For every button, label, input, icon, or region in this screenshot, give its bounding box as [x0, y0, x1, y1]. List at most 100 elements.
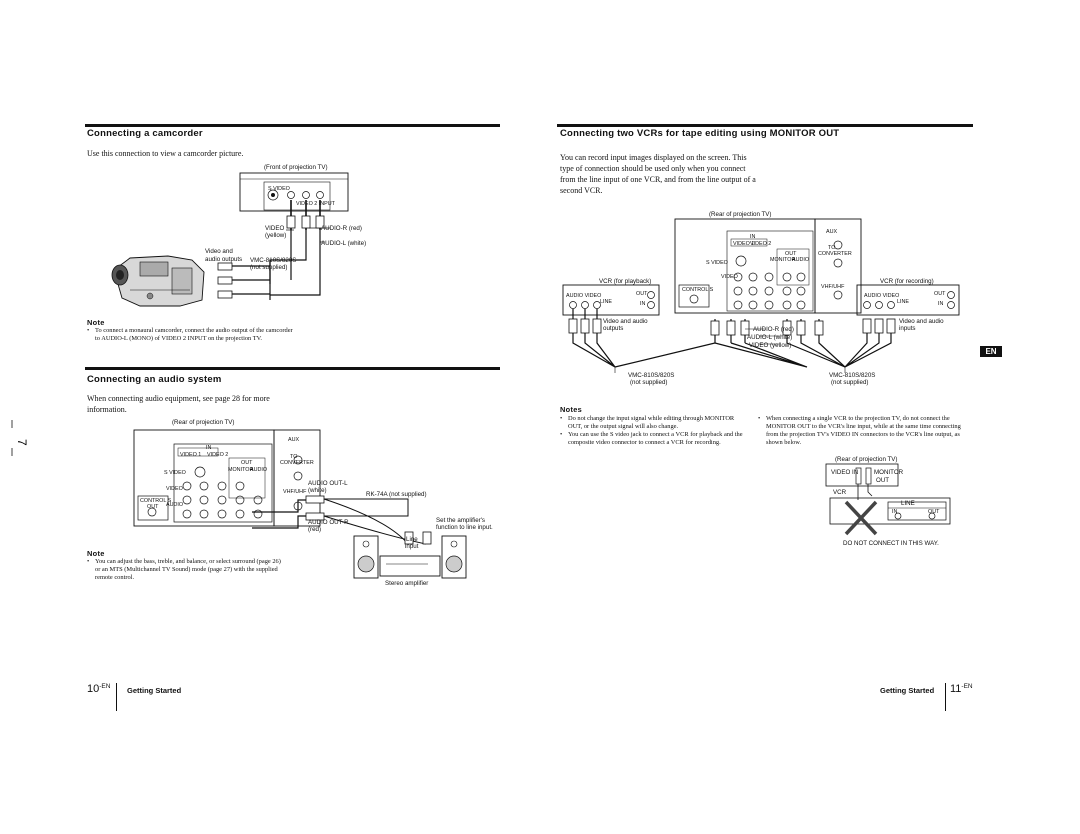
small-fig-line: LINE [901, 500, 915, 507]
vcr-fig-audio-video-r: AUDIO VIDEO [864, 293, 900, 299]
audio-note-heading: Note [87, 549, 105, 558]
vcr-fig-out-r: OUT [934, 291, 946, 297]
vcr-fig-in-l: IN [640, 301, 646, 307]
audio-rear-panel-figure [133, 429, 321, 527]
cam-fig-cable: VMC-810S/820S [250, 257, 297, 264]
right-page-number: 11-EN [950, 683, 973, 695]
vcr-fig-monitor: MONITOR [770, 257, 796, 263]
vcr-fig-video-y: VIDEO (yellow) [749, 342, 792, 349]
audio-note-text: You can adjust the bass, treble, and bal… [95, 558, 281, 581]
camcorder-note: •To connect a monaural camcorder, connec… [87, 327, 295, 343]
audio-fig-out2: OUT [147, 504, 159, 510]
vcr-rule [557, 124, 973, 127]
vcr-notes-heading: Notes [560, 405, 583, 414]
vcr-fig-cable-r: VMC-810S/820S [829, 372, 876, 379]
left-page-number: 10-EN [87, 683, 110, 695]
audio-fig-to: TO [290, 454, 298, 460]
vcr-fig-tv-out: OUT [785, 251, 797, 257]
camcorder-note-text: To connect a monaural camcorder, connect… [95, 327, 293, 342]
vcr-fig-line-r: LINE [897, 299, 909, 305]
audio-intro: When connecting audio equipment, see pag… [87, 394, 270, 414]
vcr-fig-vhfuhf: VHF/UHF [821, 284, 845, 290]
side-page-mark: 7 [8, 418, 29, 458]
vcr-fig-video1: VIDEO 1 [733, 241, 755, 247]
small-fig-out: OUT [876, 477, 890, 484]
vcr-fig-cable-l: VMC-810S/820S [628, 372, 675, 379]
camcorder-intro: Use this connection to view a camcorder … [87, 149, 244, 158]
audio-rule [85, 367, 500, 370]
audio-fig-set-amp: Set the amplifier's [436, 517, 485, 524]
vcr-fig-va-inputs-1: Video and audio [899, 318, 944, 325]
stereo-amplifier-illustration [353, 535, 467, 579]
vcr-fig-line-l: LINE [600, 299, 612, 305]
vcr-intro: You can record input images displayed on… [560, 153, 756, 195]
audio-fig-input: input [405, 543, 419, 550]
vcr-fig-video: VIDEO [721, 274, 738, 280]
audio-cable-figure [252, 495, 467, 579]
small-fig-in: IN [892, 509, 898, 515]
cam-fig-svideo: S VIDEO [268, 186, 290, 192]
camcorder-title: Connecting a camcorder [87, 128, 203, 139]
vcr-fig-va-inputs-2: inputs [899, 325, 916, 332]
vcr-fig-out-l: OUT [636, 291, 648, 297]
small-fig-out2: OUT [928, 509, 940, 515]
vcr-fig-svideo: S VIDEO [706, 260, 728, 266]
vcr-fig-va-outputs-2: outputs [603, 325, 624, 332]
audio-fig-svideo: S VIDEO [164, 470, 186, 476]
cam-fig-front-label: (Front of projection TV) [264, 164, 328, 171]
small-fig-monitor: MONITOR [874, 469, 904, 476]
vcr-figure [562, 218, 960, 373]
vcr-note-1-text: Do not change the input signal while edi… [568, 415, 735, 430]
cam-fig-video-and: Video and [205, 248, 233, 255]
audio-fig-red: (red) [308, 526, 322, 533]
vcr-note-1: •Do not change the input signal while ed… [560, 415, 744, 431]
audio-fig-video2: VIDEO 2 [207, 452, 229, 458]
cam-fig-audio-outputs: audio outputs [205, 256, 243, 263]
cam-fig-audio-r: AUDIO-R (red) [321, 225, 362, 232]
vcr-fig-aux: AUX [826, 229, 838, 235]
vcr-fig-audio-l: AUDIO-L (white) [747, 334, 793, 341]
do-not-connect-figure [825, 463, 951, 536]
audio-fig-video: VIDEO [166, 486, 183, 492]
camcorder-illustration [111, 255, 205, 307]
vcr-note-3: •When connecting a single VCR to the pro… [758, 415, 970, 447]
vcr-fig-ns-l: (not supplied) [630, 379, 668, 386]
vcr-fig-in-r: IN [938, 301, 944, 307]
audio-fig-control-s: CONTROL S [140, 498, 172, 504]
cam-fig-yellow-label: (yellow) [265, 232, 287, 239]
vcr-fig-audio: AUDIO [792, 257, 810, 263]
right-page-num-value: 11 [950, 683, 962, 695]
audio-fig-audiolr: AUDIO [166, 502, 184, 508]
cam-fig-video-label: VIDEO [265, 225, 285, 232]
audio-title: Connecting an audio system [87, 374, 222, 385]
audio-fig-out-r: AUDIO OUT-R [308, 519, 349, 526]
small-fig-video-in: VIDEO IN [831, 469, 859, 476]
vcr-fig-playback: VCR (for playback) [599, 278, 652, 285]
vcr-fig-rear: (Rear of projection TV) [709, 211, 772, 218]
side-mark-digit: 7 [15, 439, 29, 446]
camcorder-note-heading: Note [87, 318, 105, 327]
audio-fig-out: OUT [241, 460, 253, 466]
vcr-fig-recording: VCR (for recording) [880, 278, 934, 285]
cam-fig-not-supplied: (not supplied) [250, 264, 288, 271]
right-footer-section: Getting Started [880, 686, 935, 695]
bullet-dot: • [560, 431, 563, 438]
vcr-title: Connecting two VCRs for tape editing usi… [560, 128, 840, 139]
left-footer-bar [116, 683, 117, 711]
right-footer-bar [945, 683, 946, 711]
en-language-badge: EN [980, 346, 1002, 357]
vcr-note-3-text: When connecting a single VCR to the proj… [766, 415, 961, 446]
left-page-num-value: 10 [87, 683, 100, 695]
audio-fig-white: (white) [308, 487, 327, 494]
vcr-fig-converter: CONVERTER [818, 251, 852, 257]
camcorder-figure [111, 172, 349, 307]
audio-fig-line: Line [406, 536, 418, 543]
cross-out-mark [844, 500, 878, 536]
audio-fig-rear: (Rear of projection TV) [172, 419, 235, 426]
audio-note: • You can adjust the bass, treble, and ba… [87, 558, 287, 582]
audio-fig-out-l: AUDIO OUT-L [308, 480, 348, 487]
vcr-note-2-text: You can use the S video jack to connect … [568, 431, 743, 446]
vcr-fig-control-s: CONTROL S [682, 287, 714, 293]
bullet-dot: • [87, 558, 90, 565]
cam-fig-video2: VIDEO 2 INPUT [296, 201, 335, 207]
